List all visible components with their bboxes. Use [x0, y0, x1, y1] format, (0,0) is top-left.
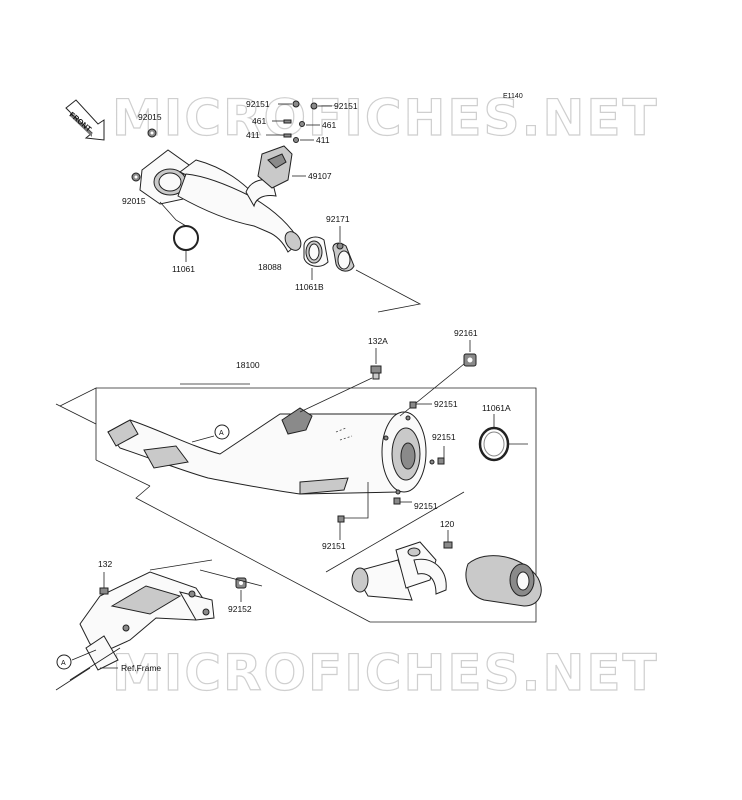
front-arrow-icon: FRONT	[65, 99, 105, 141]
label-461-a: 461	[252, 116, 266, 126]
diagram-code: E1140	[503, 93, 523, 100]
bolt-132	[99, 572, 109, 595]
label-ref-frame: Ref.Frame	[121, 663, 161, 673]
label-92151-c: 92151	[434, 399, 458, 409]
label-92151-d: 92151	[432, 432, 456, 442]
bolt-92151-f	[337, 515, 345, 523]
label-92171: 92171	[326, 214, 350, 224]
washer-461-right	[299, 121, 305, 127]
end-cap-assembly	[351, 541, 542, 607]
label-411-a: 411	[246, 130, 260, 140]
svg-text:A: A	[61, 660, 66, 667]
bolt-92151-d	[437, 457, 445, 465]
gasket-11061	[173, 225, 199, 251]
bolt-92151-left	[292, 100, 300, 108]
bolt-92151-right	[310, 102, 318, 110]
label-11061B: 11061B	[295, 282, 324, 292]
header-pipe-18088	[139, 149, 302, 253]
nut-92015-bottom	[131, 172, 141, 182]
muffler-18100	[107, 407, 435, 495]
label-92161: 92161	[454, 328, 478, 338]
label-18088: 18088	[258, 262, 282, 272]
label-11061A: 11061A	[482, 403, 511, 413]
label-49107: 49107	[308, 171, 332, 181]
label-132: 132	[98, 559, 112, 569]
label-92151-a: 92151	[246, 99, 270, 109]
bolt-120	[443, 530, 453, 549]
nut-92015-top	[147, 128, 157, 138]
callout-a-upper: A	[191, 424, 230, 443]
svg-text:A: A	[219, 430, 224, 437]
label-18100: 18100	[236, 360, 260, 370]
label-132A: 132A	[368, 336, 388, 346]
collar-411-left	[283, 133, 292, 138]
bolt-92151-c	[409, 401, 417, 409]
label-461-b: 461	[322, 120, 336, 130]
washer-461-left	[283, 119, 292, 124]
clamp-92171	[332, 226, 355, 272]
label-11061: 11061	[172, 264, 195, 274]
nut-92152	[235, 577, 247, 602]
label-92015-bottom: 92015	[122, 196, 146, 206]
gasket-11061B	[303, 236, 329, 280]
gasket-11061A	[478, 414, 528, 462]
label-120: 120	[440, 519, 454, 529]
heat-guard-49107	[257, 145, 306, 189]
bolt-132A	[299, 348, 382, 413]
collar-411-right	[293, 137, 299, 143]
watermark-bottom: MICROFICHES.NET	[112, 644, 659, 702]
label-92015-top: 92015	[138, 112, 162, 122]
callout-a-lower: A	[56, 649, 97, 670]
label-92151-e: 92151	[414, 501, 438, 511]
label-411-b: 411	[316, 135, 330, 145]
label-92151-b: 92151	[334, 101, 358, 111]
label-92152: 92152	[228, 604, 252, 614]
watermark-top: MICROFICHES.NET	[112, 89, 659, 147]
bolt-92151-e	[393, 497, 401, 505]
frame-reference	[55, 559, 215, 691]
label-92151-f: 92151	[322, 541, 346, 551]
